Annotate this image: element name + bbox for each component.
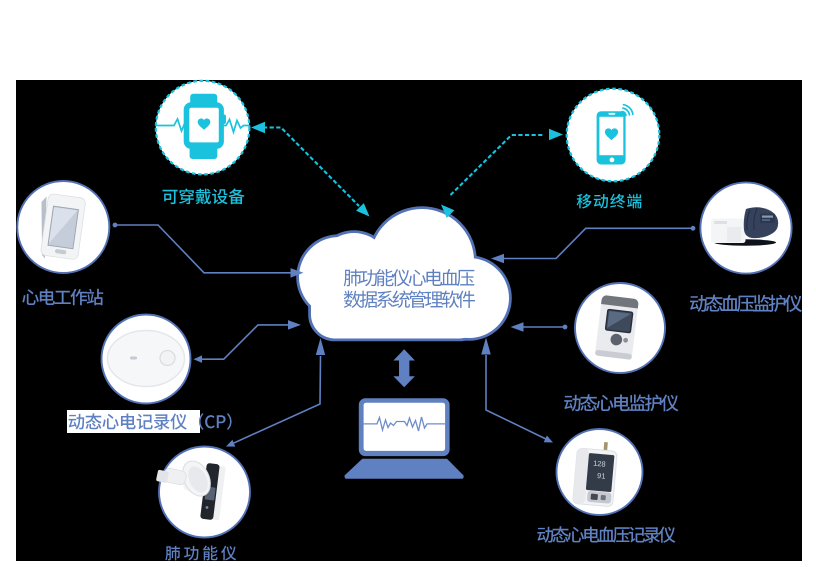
svg-text:91: 91: [597, 471, 606, 481]
svg-text:128: 128: [593, 459, 606, 469]
